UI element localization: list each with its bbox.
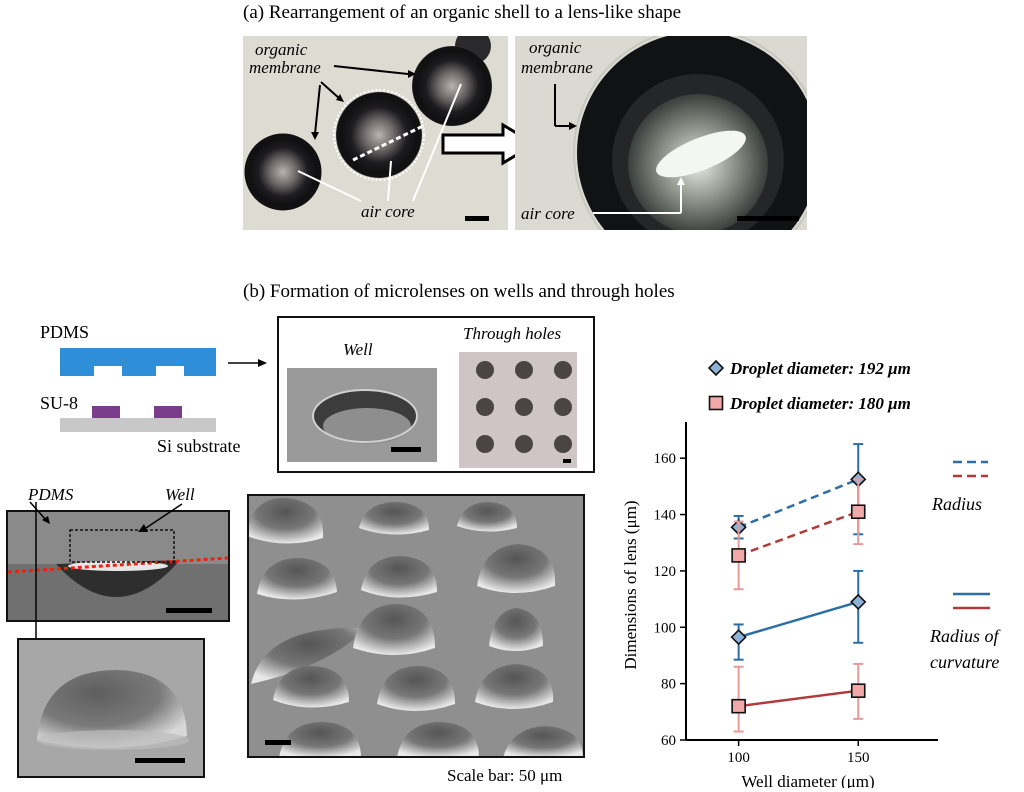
lens-dimension-chart: Droplet diameter: 192 μm Droplet diameter… bbox=[621, 359, 1002, 788]
legend-label: Droplet diameter: 180 μm bbox=[729, 394, 911, 413]
x-axis-label: Well diameter (μm) bbox=[741, 772, 874, 788]
series-192-radius-of-curvature bbox=[730, 569, 867, 661]
cross-section-well-label: Well bbox=[165, 485, 195, 504]
well-label: Well bbox=[343, 340, 373, 359]
x-tick-label: 150 bbox=[847, 750, 870, 766]
series-line bbox=[738, 510, 859, 557]
label-air-core: air core bbox=[521, 204, 575, 223]
data-point bbox=[731, 548, 746, 563]
pdms-label: PDMS bbox=[40, 322, 90, 342]
shells-illustration bbox=[243, 36, 508, 230]
style-label-curvature: curvature bbox=[930, 652, 999, 672]
data-point bbox=[731, 698, 746, 714]
legend-marker bbox=[708, 395, 724, 411]
substrate-label: Si substrate bbox=[157, 436, 241, 456]
lens-illustration bbox=[515, 36, 807, 230]
cross-section-photo bbox=[6, 510, 230, 622]
series-line bbox=[738, 600, 859, 639]
pointer-arrows bbox=[29, 501, 183, 654]
data-point bbox=[850, 504, 866, 520]
label-membrane: membrane bbox=[249, 58, 321, 77]
y-tick-label: 60 bbox=[661, 733, 676, 749]
legend-marker bbox=[707, 359, 725, 377]
pdms-stamp-shape bbox=[60, 348, 216, 376]
label-organic: organic bbox=[529, 38, 582, 57]
label-membrane: membrane bbox=[521, 58, 593, 77]
panel-a-caption: (a) Rearrangement of an organic shell to… bbox=[243, 2, 682, 23]
well-sem-image bbox=[287, 368, 437, 462]
sem-well-holes-box: Well Through holes bbox=[277, 316, 595, 473]
y-tick-label: 160 bbox=[654, 451, 677, 467]
chart-series bbox=[730, 443, 867, 733]
data-point bbox=[850, 683, 866, 698]
label-air-core: air core bbox=[361, 202, 415, 221]
left-microscope-photo: organic membrane air core bbox=[243, 36, 508, 230]
microlens-dome bbox=[19, 640, 203, 776]
scale-bar bbox=[391, 447, 421, 452]
right-arrow-icon bbox=[228, 359, 267, 367]
data-point bbox=[730, 629, 747, 646]
series-line bbox=[738, 478, 859, 529]
y-tick-label: 80 bbox=[661, 677, 676, 693]
su8-substrate-shape bbox=[60, 406, 216, 432]
x-tick-label: 100 bbox=[727, 750, 750, 766]
cross-section-illustration bbox=[8, 512, 228, 620]
panel-b-caption: (b) Formation of microlenses on wells an… bbox=[243, 281, 675, 302]
series-180-radius-of-curvature bbox=[731, 662, 866, 733]
microlens-array bbox=[249, 496, 583, 756]
style-label-radius: Radius bbox=[931, 494, 982, 514]
scale-bar bbox=[465, 216, 489, 221]
style-label-radius-of: Radius of bbox=[929, 626, 1002, 646]
label-organic: organic bbox=[255, 40, 308, 59]
legend-label: Droplet diameter: 192 μm bbox=[729, 359, 911, 378]
through-holes-label: Through holes bbox=[463, 324, 562, 343]
cross-section-pdms-label: PDMS bbox=[28, 485, 74, 504]
scale-bar bbox=[135, 758, 185, 763]
su8-label: SU-8 bbox=[40, 393, 79, 413]
y-tick-label: 140 bbox=[654, 508, 677, 524]
data-point bbox=[850, 593, 867, 611]
microlens-array-sem-image bbox=[247, 494, 585, 758]
y-tick-label: 120 bbox=[654, 564, 677, 580]
scale-bar bbox=[737, 216, 799, 221]
series-180-radius bbox=[731, 478, 866, 591]
y-axis-label: Dimensions of lens (μm) bbox=[621, 500, 640, 669]
microlens-sem-image bbox=[17, 638, 205, 778]
scale-bar bbox=[563, 459, 571, 463]
scale-bar bbox=[166, 608, 212, 613]
series-line bbox=[738, 689, 859, 708]
chart-legend: Droplet diameter: 192 μm Droplet diameter… bbox=[707, 359, 911, 413]
y-tick-label: 100 bbox=[654, 620, 677, 636]
scale-bar-note: Scale bar: 50 μm bbox=[447, 766, 563, 785]
scale-bar bbox=[265, 740, 291, 745]
through-holes-image bbox=[459, 352, 577, 468]
series-192-radius bbox=[730, 443, 867, 540]
right-microscope-photo: organic membrane air core bbox=[515, 36, 807, 230]
